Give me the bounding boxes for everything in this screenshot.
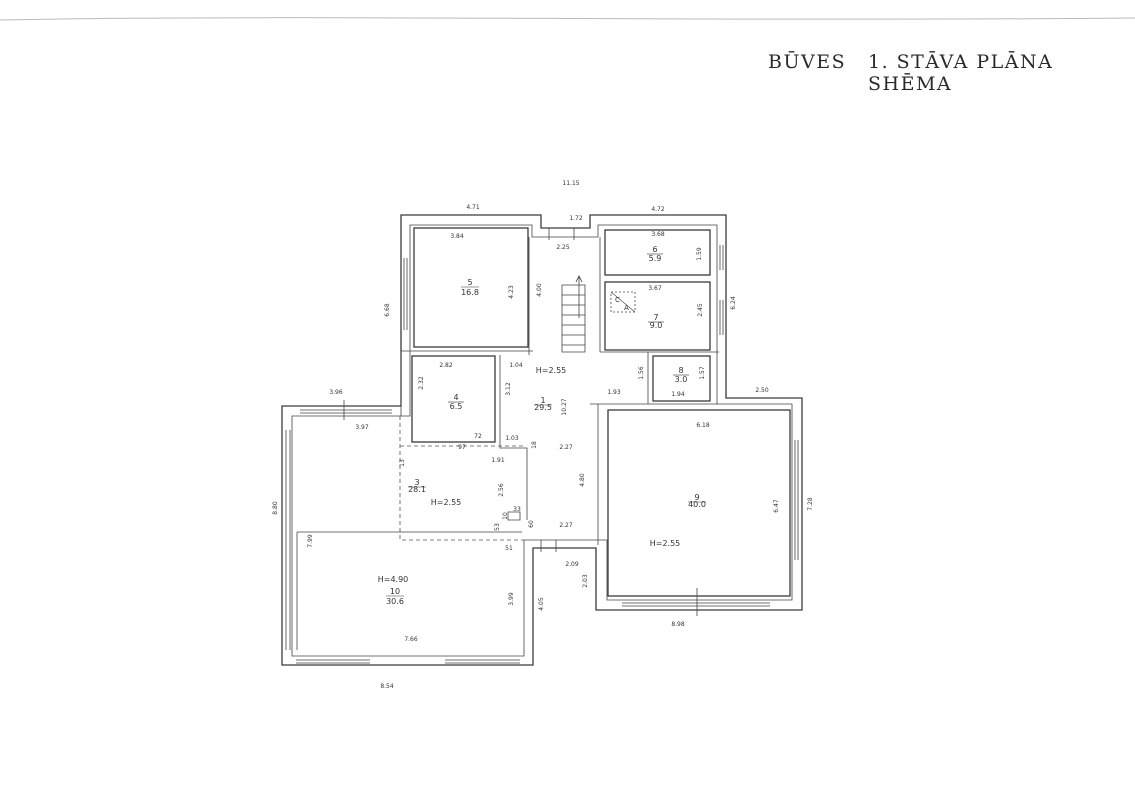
dim-r10-side: 7.99 [307,534,314,548]
dim-72: 72 [474,433,482,440]
room-9-outline [607,409,791,597]
dim-r7-width: 3.67 [648,285,662,292]
dim-480: 4.80 [579,473,586,487]
room-10-number: 10 [390,587,400,596]
dim-r5-width: 3.84 [450,233,464,240]
dimension-labels: 11.15 4.71 1.72 4.72 3.84 4.23 6.68 2.25… [272,180,814,690]
room-1-area: 29.5 [534,403,552,412]
room-3-dashed [399,416,524,541]
dim-227a: 2.27 [559,444,573,451]
dim-r9-bottom: 8.98 [671,621,685,628]
room-6-outline [604,229,711,276]
paper-edge [0,17,1135,21]
dim-227b: 2.27 [559,522,573,529]
dim-191: 1.91 [491,457,505,464]
room-10-area: 30.6 [386,597,404,606]
dim-left-wing: 6.68 [384,303,391,317]
dim-97: 97 [458,444,466,451]
dim-r9-w: 6.18 [696,422,710,429]
room-4-area: 6.5 [450,402,463,411]
dim-10: 10 [502,512,509,520]
room-10-height: H=4.90 [378,575,409,584]
stair [561,275,586,353]
dim-overall-top: 11.15 [562,180,579,187]
room-9-height: H=2.55 [650,539,681,548]
room-3-area: 28.1 [408,485,426,494]
title-plan-scheme: 1. STĀVA PLĀNA SHĒMA [868,51,1054,95]
room-4-number: 4 [453,393,458,402]
dim-r10-w: 7.66 [404,636,418,643]
room-7-number: 7 [653,313,658,322]
title-buves: BŪVES [768,51,847,73]
room-1-height: H=2.55 [536,366,567,375]
dim-60: 60 [528,520,535,528]
dim-53: 53 [494,523,501,531]
room-labels: 5 16.8 6 5.9 7 9.0 4 6.5 8 3.0 1 29.5 H=… [378,245,706,606]
room-5-number: 5 [467,278,472,287]
room-9-area: 40.0 [688,500,706,509]
room-7-outline [604,281,711,351]
dim-r8-a: 1.56 [638,366,645,380]
room-5-area: 16.8 [461,288,479,297]
dim-stair-len: 4.00 [536,283,543,297]
dim-r8-b: 1.57 [699,366,706,380]
dim-top-left: 4.71 [466,204,480,211]
interior-walls [285,227,799,664]
dim-405: 4.05 [538,597,545,611]
room-9-number: 9 [694,493,699,502]
dim-top-right: 4.72 [651,206,665,213]
room-8-area: 3.0 [675,375,688,384]
symbol-box: C A [610,291,636,313]
dim-51: 51 [505,545,513,552]
dim-r9-h: 6.47 [773,499,780,513]
room-3-number: 3 [414,478,419,487]
dim-209: 2.09 [565,561,579,568]
dim-bottom-total: 8.54 [380,683,394,690]
dim-18: 18 [531,441,538,449]
room-6-number: 6 [652,245,657,254]
dim-left-total: 8.80 [272,501,279,515]
dim-hall-d: 1.93 [607,389,621,396]
dim-stair-width: 2.25 [556,244,570,251]
room-7-area: 9.0 [650,321,663,330]
dim-r9-outer: 7.28 [807,497,814,511]
dim-103: 1.03 [505,435,519,442]
dim-256: 2.56 [498,483,505,497]
dim-r10-h: 3.99 [508,592,515,606]
dim-r8-c: 1.94 [671,391,685,398]
dim-33: 33 [513,506,521,513]
room-3-height: H=2.55 [431,498,462,507]
dim-hall-c: 10.27 [561,398,568,415]
room-4-outline [411,355,496,443]
dim-13: 13 [399,459,406,467]
room-8-number: 8 [678,366,683,375]
symbol-a: A [624,304,629,312]
room-1-number: 1 [540,396,545,405]
dim-left-ext-top: 3.96 [329,389,343,396]
room-8-outline [652,355,711,402]
dim-left-ext-inner: 3.97 [355,424,369,431]
room-6-area: 5.9 [649,254,662,263]
dim-203: 2.03 [582,574,589,588]
dim-right-wing: 6.24 [730,296,737,310]
dim-right-ext: 2.50 [755,387,769,394]
dim-r7-height: 2.45 [697,303,704,317]
dim-r6-height: 1.59 [696,247,703,261]
dim-top-mid: 1.72 [569,215,583,222]
dim-r4-width: 2.82 [439,362,453,369]
dim-hall-b: 3.12 [505,382,512,396]
dim-hall-a: 1.04 [509,362,523,369]
dim-r5-height: 4.23 [508,285,515,299]
room-5-outline [413,227,529,348]
dim-r6-width: 3.68 [651,231,665,238]
dim-r4-height: 2.32 [418,376,425,390]
symbol-c: C [615,296,620,304]
